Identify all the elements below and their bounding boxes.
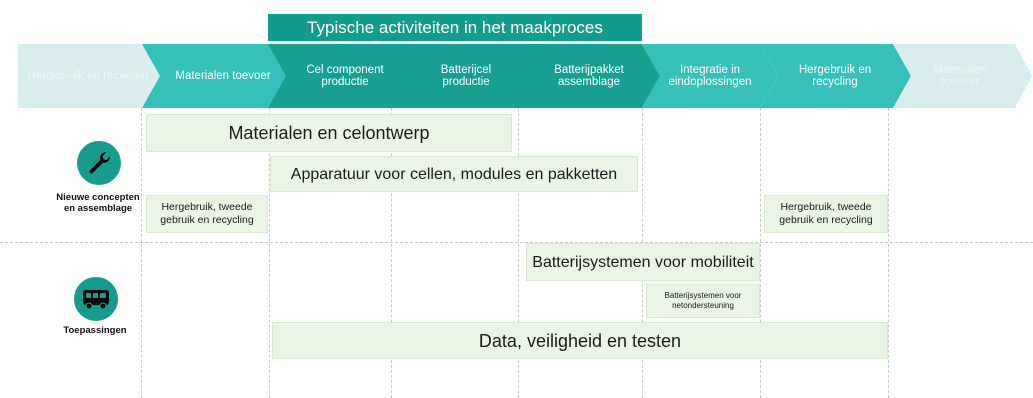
chevron-label: Batterijcel productie (440, 64, 492, 88)
grid-line (760, 108, 761, 398)
bus-icon (74, 277, 118, 321)
chevron-cell-component (268, 44, 418, 108)
chevron-pack-assembly (518, 44, 660, 108)
wrench-icon (77, 141, 121, 185)
chevron-materials-supply (142, 44, 303, 108)
row-divider (0, 242, 1033, 243)
chevron-cell-production (390, 44, 538, 108)
chevron-label: Integratie in eindoplossingen (668, 64, 752, 88)
chevron-materials-supply-right (893, 44, 1032, 108)
row-label-applications: Toepassingen (63, 325, 127, 336)
chevron-integration (642, 44, 778, 108)
box-grid-support-systems: Batterijsystemen voor netondersteuning (646, 284, 760, 318)
box-reuse-left: Hergebruik, tweede gebruik en recycling (146, 195, 268, 233)
grid-line (269, 108, 270, 398)
box-mobility-systems: Batterijsystemen voor mobiliteit (526, 243, 760, 281)
chevron-label: Hergebruik en recycling (798, 64, 872, 88)
process-header: Typische activiteiten in het maakproces (268, 14, 642, 41)
chevron-label: Materialen toevoer (175, 70, 271, 82)
chevron-recycling-left (18, 44, 178, 108)
process-chevron-strip (18, 44, 1032, 108)
box-data-safety-testing: Data, veiligheid en testen (272, 322, 888, 359)
box-equipment: Apparatuur voor cellen, modules en pakke… (270, 156, 638, 192)
chevron-label: Materialen toevoer (933, 64, 987, 88)
grid-line (888, 108, 889, 398)
grid-line (141, 108, 142, 398)
grid-line (391, 108, 392, 398)
box-materials-cell-design: Materialen en celontwerp (146, 114, 512, 152)
box-reuse-right: Hergebruik, tweede gebruik en recycling (764, 195, 888, 233)
chevron-label: Hergebruik en recycling (27, 70, 149, 82)
chevron-label: Cel component productie (306, 64, 384, 88)
grid-line (518, 108, 519, 398)
row-label-new-concepts: Nieuwe concepten en assemblage (56, 192, 140, 214)
chevron-recycling-right (760, 44, 911, 108)
chevron-label: Batterijpakket assemblage (554, 64, 624, 88)
